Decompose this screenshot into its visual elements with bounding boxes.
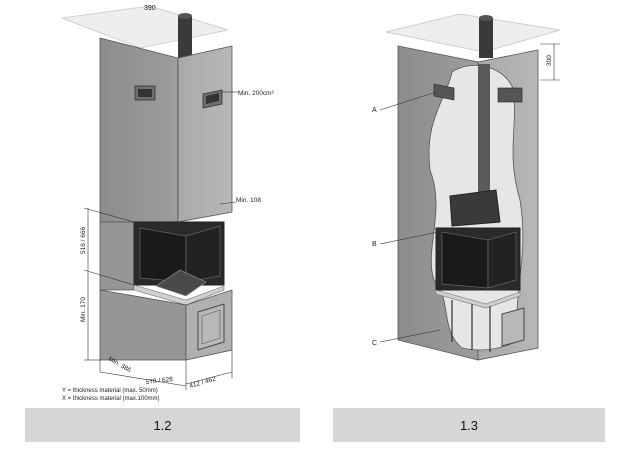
width-label: 578 / 628 — [145, 376, 173, 386]
ash-door-right — [501, 307, 525, 347]
ceiling-plate-right — [385, 13, 561, 53]
vent-grille-a-left — [433, 83, 455, 101]
top-dimension-right-label: 300 — [546, 55, 553, 66]
chimney-pipe-right — [479, 18, 493, 58]
tower-side — [177, 45, 233, 223]
firebox-glass-right — [185, 225, 221, 283]
firebox-right-glass — [441, 231, 489, 289]
convection-hood — [449, 189, 501, 227]
legend-line-x: X = thickness material (max.100mm) — [62, 396, 160, 402]
callout-b-label: B — [372, 241, 377, 248]
base-height-label: Min. 170 — [80, 297, 87, 322]
hearth-plate — [133, 284, 225, 306]
callout-a-label: A — [372, 107, 377, 114]
side-gap-label: Min. 108 — [236, 197, 261, 204]
callout-c-label: C — [372, 340, 377, 347]
opening-height-label: 516 / 666 — [80, 227, 87, 254]
tower-front — [99, 37, 179, 223]
flue-pipe — [478, 64, 490, 194]
side-vent-slot — [206, 93, 219, 104]
ash-door — [197, 303, 225, 351]
side-gap-leader — [219, 201, 237, 205]
figure-1-3: 300 A B C — [372, 13, 561, 361]
top-dimension-right — [540, 43, 560, 81]
chimney-pipe — [178, 16, 192, 58]
caption-1-3: 1.3 — [333, 408, 605, 442]
side-depth-label: 412 / 462 — [189, 376, 217, 390]
callout-b-leader — [379, 231, 439, 245]
vent-area-label: Min. 200cm² — [238, 90, 275, 97]
fire-grate — [155, 269, 207, 297]
top-dimension-label: 390 — [144, 5, 156, 12]
chimney-pipe-top — [178, 13, 192, 19]
callout-a-leader — [379, 91, 437, 111]
callout-c-leader — [379, 329, 441, 343]
hearth-plate-right — [435, 289, 521, 309]
caption-1-2: 1.2 — [25, 408, 300, 442]
ash-door-inner — [201, 309, 221, 345]
stand-legs — [451, 300, 491, 352]
firebox-right-glass-side — [487, 231, 517, 289]
ceiling-plate — [61, 5, 229, 49]
front-vent-slot — [138, 89, 152, 97]
left-dimensions — [83, 207, 233, 390]
vent-grille-a-right — [497, 87, 523, 103]
figure-1-2: 390 Min. 200cm² Min. 108 — [61, 5, 275, 402]
legend-line-y: Y = thickness material (max. 50mm) — [62, 388, 158, 394]
chimney-pipe-right-top — [479, 15, 493, 21]
